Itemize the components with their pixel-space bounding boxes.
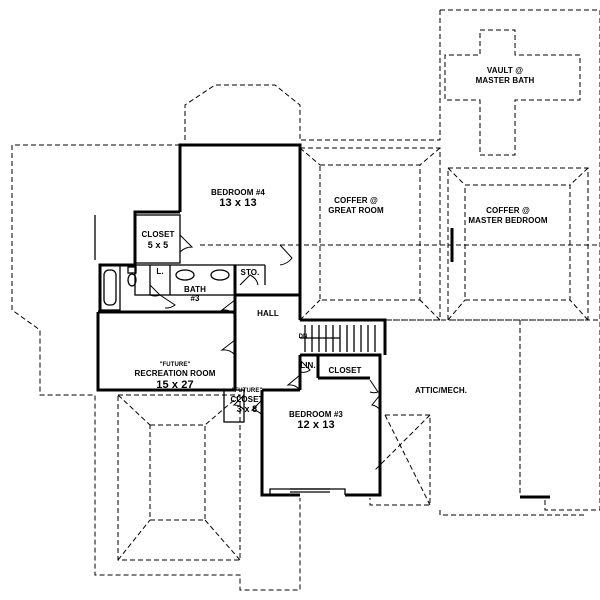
closet-a-size: 5 x 5 — [147, 240, 169, 250]
future-closet-size: 3 x 8 — [236, 404, 258, 414]
bedroom4-size: 13 x 13 — [219, 197, 257, 209]
closet-b-label: CLOSET — [328, 366, 362, 375]
linen-closet-label: LIN. — [300, 361, 316, 370]
future-closet-name: CLOSET — [230, 395, 264, 404]
roof-outline — [11, 9, 600, 591]
vault-master-bath-line2: MASTER BATH — [475, 76, 535, 85]
storage-label: STO. — [240, 268, 260, 277]
linen-label: L. — [156, 267, 164, 276]
vault-master-bath-line1: VAULT @ — [486, 66, 524, 75]
closet-a-name: CLOSET — [141, 230, 175, 239]
bedroom3-size: 12 x 13 — [297, 419, 335, 431]
coffer-great-room-line1: COFFER @ — [334, 196, 378, 205]
bath3-line1: BATH — [183, 285, 207, 294]
interior-walls — [94, 144, 376, 496]
bath3-line2: #3 — [190, 294, 200, 303]
coffer-master-bedroom-line2: MASTER BEDROOM — [468, 216, 548, 225]
stair-down-label: DN — [298, 334, 308, 340]
bedroom3-name: BEDROOM #3 — [289, 410, 343, 419]
coffer-master-bedroom-line1: COFFER @ — [486, 206, 530, 215]
door-swings — [149, 234, 381, 416]
future-closet-tag: "FUTURE" — [231, 388, 263, 394]
coffer-great-room-line2: GREAT ROOM — [328, 206, 384, 215]
exterior-walls — [96, 143, 550, 499]
recreation-name: RECREATION ROOM — [134, 369, 216, 378]
hall-label: HALL — [257, 309, 279, 318]
recreation-tag: "FUTURE" — [159, 362, 191, 368]
bedroom4-name: BEDROOM #4 — [211, 188, 265, 197]
recreation-size: 15 x 27 — [156, 379, 194, 391]
attic-mech-label: ATTIC/MECH. — [414, 386, 468, 395]
